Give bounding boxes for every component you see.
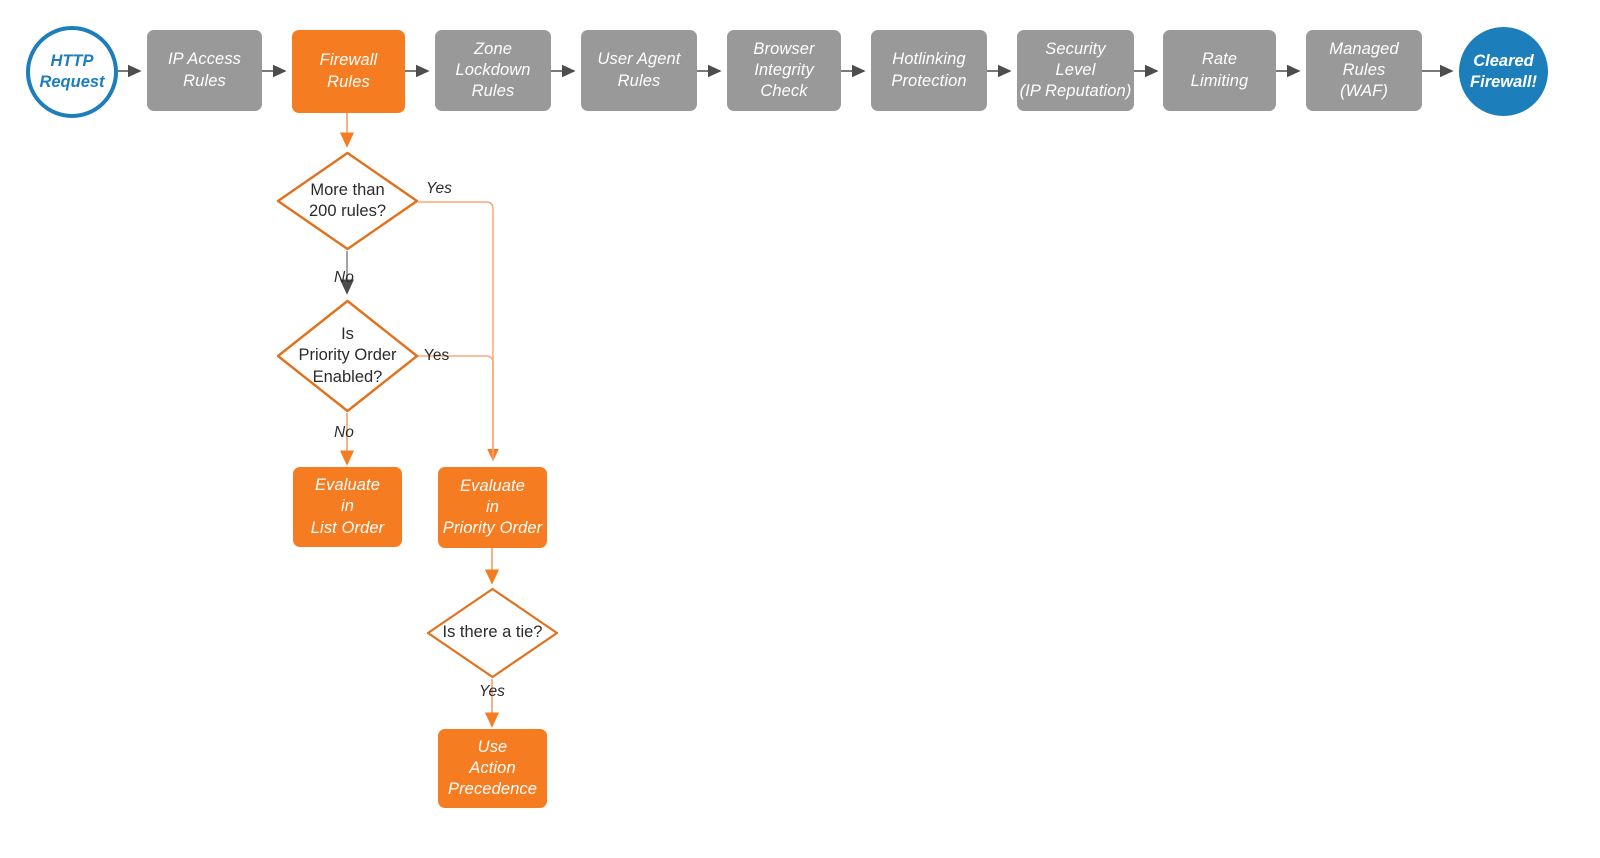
edge-label-more-than-200-yes: Yes	[426, 180, 452, 197]
node-zone-lockdown-rules[interactable]: Zone Lockdown Rules	[435, 30, 551, 111]
node-managed-rules-waf[interactable]: Managed Rules (WAF)	[1306, 30, 1422, 111]
node-use-action-precedence[interactable]: Use Action Precedence	[438, 729, 547, 808]
node-label: Managed Rules (WAF)	[1329, 39, 1399, 101]
diamond-shape	[276, 151, 419, 251]
node-label: Rate Limiting	[1190, 50, 1249, 90]
decision-label: More than 200 rules?	[308, 180, 387, 220]
edge-label-tie-yes: Yes	[479, 683, 505, 700]
node-label: Cleared Firewall!	[1470, 51, 1537, 91]
node-label: Hotlinking Protection	[891, 50, 967, 90]
diamond-shape	[426, 587, 559, 679]
node-label: Security Level (IP Reputation)	[1019, 39, 1132, 101]
decision-label: Is there a tie?	[442, 623, 543, 642]
node-security-level[interactable]: Security Level (IP Reputation)	[1017, 30, 1134, 111]
node-rate-limiting[interactable]: Rate Limiting	[1163, 30, 1276, 111]
node-hotlinking-protection[interactable]: Hotlinking Protection	[871, 30, 987, 111]
node-label: IP Access Rules	[167, 50, 242, 90]
node-label: Browser Integrity Check	[753, 39, 815, 101]
node-label: User Agent Rules	[597, 50, 681, 90]
node-evaluate-priority-order[interactable]: Evaluate in Priority Order	[438, 467, 547, 548]
node-firewall-rules[interactable]: Firewall Rules	[292, 30, 405, 113]
node-label: Zone Lockdown Rules	[455, 39, 531, 101]
diamond-shape	[276, 299, 419, 413]
node-cleared-firewall[interactable]: Cleared Firewall!	[1459, 27, 1548, 116]
edge-label-priority-order-no: No	[334, 424, 354, 441]
node-label: HTTP Request	[39, 52, 105, 91]
node-label: Use Action Precedence	[447, 737, 538, 799]
edge-label-more-than-200-no: No	[334, 269, 354, 286]
node-browser-integrity-check[interactable]: Browser Integrity Check	[727, 30, 841, 111]
node-ip-access-rules[interactable]: IP Access Rules	[147, 30, 262, 111]
decision-more-than-200-rules[interactable]: More than 200 rules?	[275, 150, 420, 252]
decision-priority-order-enabled[interactable]: Is Priority Order Enabled?	[275, 298, 420, 414]
node-evaluate-list-order[interactable]: Evaluate in List Order	[293, 467, 402, 547]
node-label: Evaluate in Priority Order	[442, 476, 543, 538]
node-label: Firewall Rules	[319, 51, 378, 91]
decision-is-there-a-tie[interactable]: Is there a tie?	[425, 586, 560, 680]
node-label: Evaluate in List Order	[310, 476, 385, 537]
decision-label: Is Priority Order Enabled?	[298, 324, 397, 386]
edge-label-priority-order-yes: Yes	[424, 347, 450, 364]
node-user-agent-rules[interactable]: User Agent Rules	[581, 30, 697, 111]
node-http-request[interactable]: HTTP Request	[26, 26, 118, 118]
